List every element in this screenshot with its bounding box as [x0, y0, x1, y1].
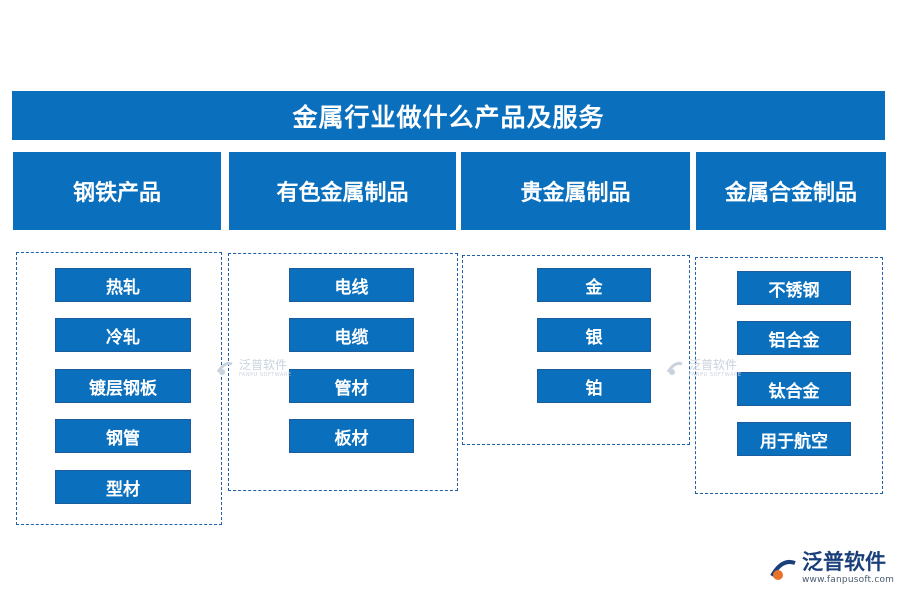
category-header-precious: 贵金属制品: [461, 152, 690, 230]
item-stainless-steel: 不锈钢: [737, 271, 851, 305]
category-header-alloy: 金属合金制品: [696, 152, 886, 230]
brand-url: www.fanpusoft.com: [802, 575, 895, 585]
item-aerospace: 用于航空: [737, 422, 851, 456]
item-plate: 板材: [289, 419, 414, 453]
group-steel: [16, 252, 222, 525]
item-wire: 电线: [289, 268, 414, 302]
category-header-steel: 钢铁产品: [13, 152, 221, 230]
watermark-sub: FANPU SOFTWARE: [239, 371, 292, 378]
item-cold-rolled: 冷轧: [55, 318, 191, 352]
item-aluminum-alloy: 铝合金: [737, 321, 851, 355]
watermark-logo-icon: [666, 361, 683, 375]
group-precious: [462, 255, 690, 445]
watermark-right: 泛普软件 FANPU SOFTWARE: [665, 358, 742, 378]
page-title: 金属行业做什么产品及服务: [12, 91, 885, 140]
item-profile: 型材: [55, 470, 191, 504]
item-steel-pipe: 钢管: [55, 419, 191, 453]
item-titanium-alloy: 钛合金: [737, 372, 851, 406]
watermark-logo-icon: [216, 361, 233, 375]
item-hot-rolled: 热轧: [55, 268, 191, 302]
item-tube: 管材: [289, 369, 414, 403]
item-platinum: 铂: [537, 369, 651, 403]
item-gold: 金: [537, 268, 651, 302]
item-silver: 银: [537, 318, 651, 352]
group-nonferrous: [228, 253, 458, 491]
watermark-name: 泛普软件: [239, 357, 288, 372]
brand-logo: 泛普软件 www.fanpusoft.com: [768, 552, 894, 585]
brand-logo-icon: [770, 559, 796, 580]
group-alloy: [695, 257, 883, 494]
brand-name: 泛普软件: [802, 550, 886, 574]
watermark-left: 泛普软件 FANPU SOFTWARE: [215, 358, 292, 378]
watermark-sub: FANPU SOFTWARE: [689, 371, 742, 378]
item-cable: 电缆: [289, 318, 414, 352]
item-coated-steel: 镀层钢板: [55, 369, 191, 403]
category-header-nonferrous: 有色金属制品: [229, 152, 456, 230]
watermark-name: 泛普软件: [689, 357, 738, 372]
